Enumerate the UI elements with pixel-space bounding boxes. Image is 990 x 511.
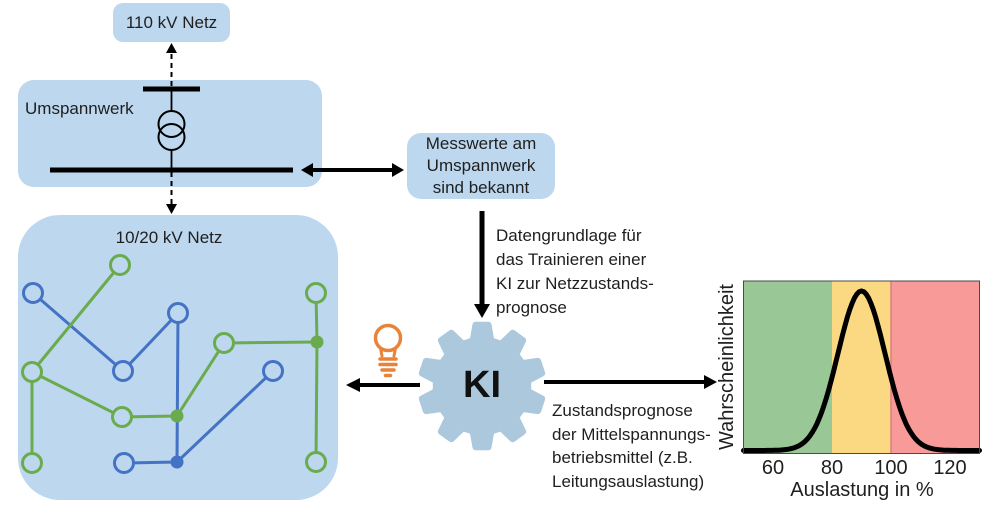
x-tick-label: 60 xyxy=(762,457,784,479)
transformer-icon xyxy=(50,86,293,173)
network-edge xyxy=(175,369,275,464)
substation-box xyxy=(18,80,322,187)
network-edge xyxy=(30,370,124,419)
distribution-curve xyxy=(741,288,982,453)
measurements-label: Messwerte am Umspannwerk sind bekannt xyxy=(425,134,537,197)
chart-zone xyxy=(743,281,832,454)
gear-icon xyxy=(418,321,546,451)
network-node xyxy=(112,360,134,382)
data-flow-arrow xyxy=(474,211,490,318)
hv-network-label: 110 kV Netz xyxy=(125,13,218,32)
network-node xyxy=(21,361,43,383)
network-node xyxy=(21,452,43,474)
transformer-winding-top xyxy=(157,110,186,138)
x-tick-label: 80 xyxy=(821,457,843,479)
dashed-arrow-hv xyxy=(166,43,177,86)
probability-chart: 60 80 100 120 xyxy=(741,280,982,479)
network-node-filled xyxy=(310,335,324,349)
hv-network-box xyxy=(113,3,230,42)
training-note: Datengrundlage für das Trainieren einer … xyxy=(496,226,654,317)
chart-x-axis-label: Auslastung in % xyxy=(790,479,934,501)
output-arrow-left xyxy=(346,378,420,392)
lightbulb-icon xyxy=(373,323,403,378)
x-tick-label: 120 xyxy=(933,457,966,479)
network-graph-nodes xyxy=(21,254,327,474)
dashed-arrow-mv xyxy=(166,172,177,214)
network-edge xyxy=(31,291,125,373)
x-tick-label: 100 xyxy=(874,457,907,479)
network-node xyxy=(111,406,133,428)
network-node xyxy=(109,254,131,276)
network-node xyxy=(22,282,44,304)
output-arrow-right xyxy=(544,375,717,389)
chart-zone xyxy=(891,281,980,454)
chart-frame xyxy=(743,280,980,454)
network-node-filled xyxy=(170,409,184,423)
network-edge xyxy=(314,340,319,464)
network-node xyxy=(213,332,235,354)
network-node xyxy=(262,360,284,382)
network-edge xyxy=(30,263,122,374)
ki-label: KI xyxy=(463,363,501,406)
network-graph-edges xyxy=(30,263,319,465)
prognosis-note: Zustandsprognose der Mittelspannungs- be… xyxy=(552,401,711,491)
network-edge xyxy=(222,340,319,345)
double-arrow-measurements xyxy=(301,163,404,177)
substation-label: Umspannwerk xyxy=(25,99,134,118)
network-edge xyxy=(175,311,180,464)
network-node xyxy=(113,452,135,474)
network-edge xyxy=(121,311,180,373)
measurements-box xyxy=(407,133,555,199)
chart-y-axis-label: Wahrscheinlichkeit xyxy=(716,284,738,450)
network-node xyxy=(305,282,327,304)
chart-zone xyxy=(832,281,891,454)
network-node-filled xyxy=(170,455,184,469)
mv-network-label: 10/20 kV Netz xyxy=(115,228,223,247)
network-node xyxy=(305,451,327,473)
network-node xyxy=(167,302,189,324)
network-edge xyxy=(175,341,226,418)
